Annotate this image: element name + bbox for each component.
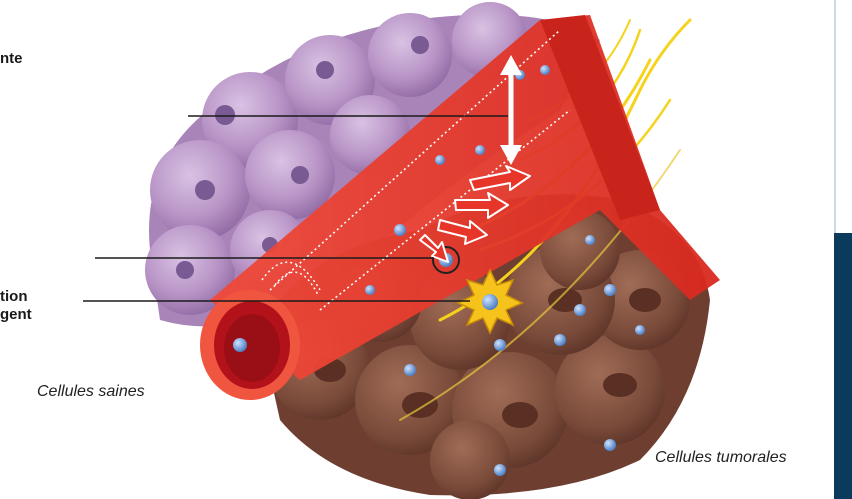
label-healthy-cells: Cellules saines <box>37 383 145 401</box>
label-mid-fragment-2: gent <box>0 306 32 323</box>
label-tumor-cells: Cellules tumorales <box>655 449 787 467</box>
label-mid-fragment-1: tion <box>0 288 28 305</box>
side-panel-bottom <box>834 233 852 499</box>
side-panel <box>834 0 852 499</box>
side-panel-top <box>834 0 852 233</box>
label-top-fragment: nte <box>0 50 23 67</box>
